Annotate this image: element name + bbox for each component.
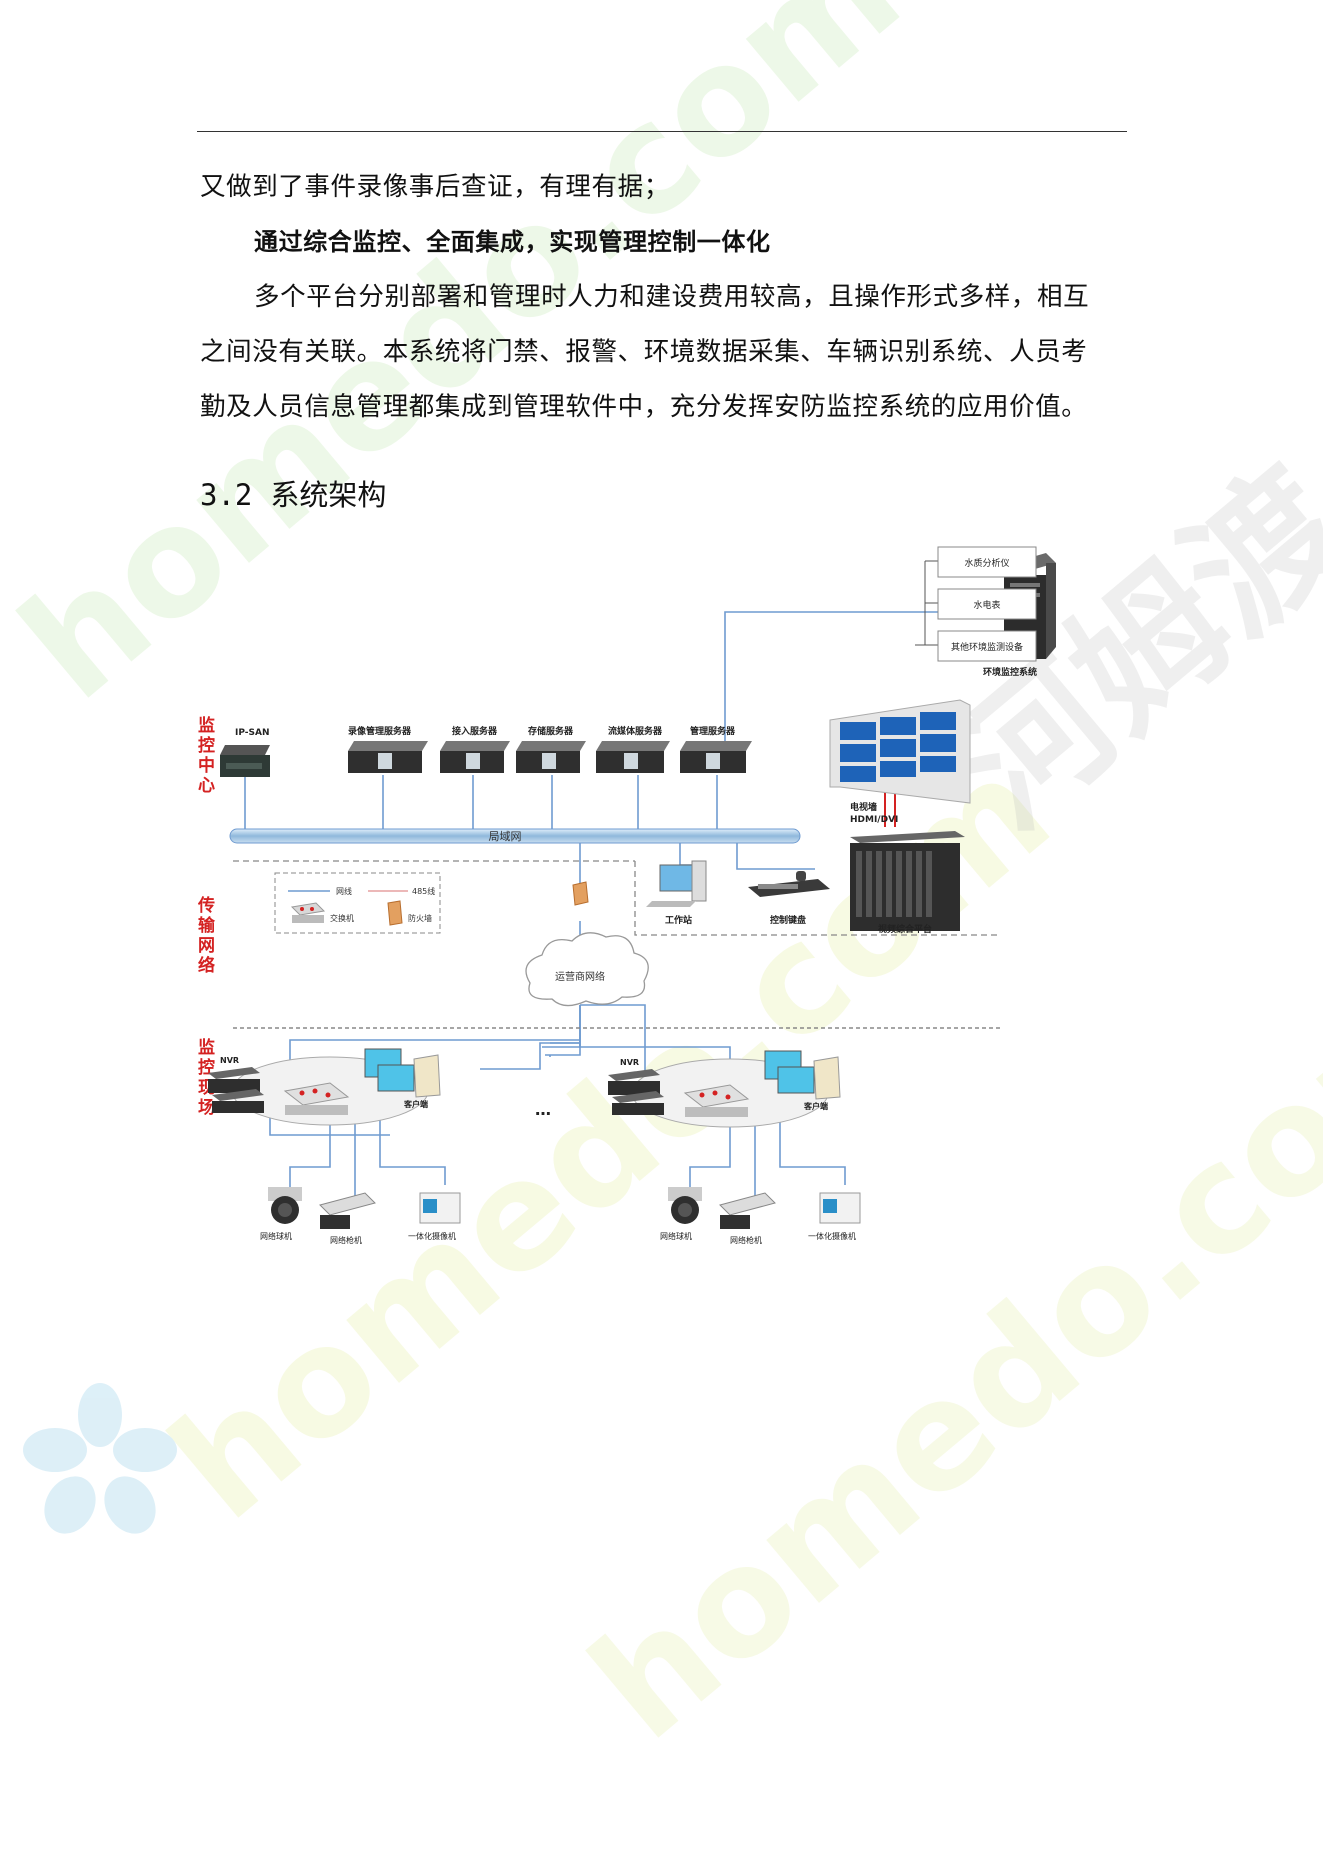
zone-transport-2: 输 (198, 915, 216, 936)
legend-box (274, 872, 441, 934)
site2-bullet-camera-icon (719, 1192, 776, 1229)
control-keyboard-icon (748, 871, 830, 897)
text-line-1: 又做到了事件录像事后查证，有理有据； (200, 172, 670, 202)
firewall-icon (572, 881, 589, 906)
record-server-label: 录像管理服务器 (348, 725, 412, 737)
site1-nvr-label: NVR (220, 1056, 239, 1065)
zone-site-1: 监 (198, 1037, 215, 1058)
para-line-1: 多个平台分别部署和管理时人力和建设费用较高，且操作形式多样，相互 (254, 282, 1090, 312)
zone-center-2: 控 (198, 735, 215, 756)
site1-client-icon (364, 1048, 441, 1098)
env-item-3: 其他环境监测设备 (951, 641, 1023, 653)
workstation-label: 工作站 (665, 914, 692, 926)
ipsan-label: IP-SAN (235, 728, 270, 738)
site1-integrated-camera-icon (419, 1192, 461, 1224)
carrier-label: 运营商网络 (555, 970, 605, 983)
tv-wall-icon (829, 699, 971, 804)
lan-label: 局域网 (489, 830, 522, 843)
site1-dome-camera-icon (268, 1187, 302, 1224)
site2-bullet-label: 网络枪机 (730, 1235, 762, 1245)
legend-485: 485线 (412, 886, 435, 896)
storage-server-label: 存储服务器 (528, 725, 574, 737)
tv-wall-label-2: HDMI/DVI (850, 815, 898, 825)
video-platform-icon (850, 831, 965, 931)
site1-integrated-label: 一体化摄像机 (408, 1231, 456, 1241)
site2-dome-label: 网络球机 (660, 1231, 692, 1241)
access-server-label: 接入服务器 (452, 725, 498, 737)
legend-firewall: 防火墙 (408, 913, 432, 923)
zone-center-1: 监 (198, 715, 215, 736)
zone-center-4: 心 (198, 776, 215, 796)
site2-nvr-icon (608, 1069, 664, 1115)
platform-label: 视频综合平台 (878, 923, 932, 935)
sites-ellipsis: … (535, 1100, 551, 1119)
manage-server-label: 管理服务器 (690, 725, 736, 737)
server-icons (348, 741, 752, 773)
site2-integrated-label: 一体化摄像机 (808, 1231, 856, 1241)
site2-switch-icon (683, 1084, 750, 1117)
site2-nvr-label: NVR (620, 1058, 639, 1067)
legend-switch-icon (290, 902, 326, 923)
site2-client-label: 客户端 (803, 1101, 828, 1111)
architecture-diagram: 监 控 中 心 传 输 网 络 监 控 现 场 (197, 546, 1056, 1245)
env-item-2: 水电表 (973, 599, 1000, 611)
zone-site-4: 场 (198, 1098, 215, 1118)
zone-transport-3: 网 (198, 936, 215, 956)
env-item-1: 水质分析仪 (964, 557, 1009, 569)
site1-nvr-icon (208, 1067, 264, 1113)
bold-heading: 通过综合监控、全面集成，实现管理控制一体化 (254, 228, 771, 256)
workstation-icon (646, 860, 707, 907)
site1-switch-icon (283, 1082, 350, 1115)
zone-center-3: 中 (198, 755, 215, 776)
stream-server-label: 流媒体服务器 (608, 725, 663, 737)
site2-dome-camera-icon (668, 1187, 702, 1224)
keyboard-label: 控制键盘 (770, 914, 806, 926)
site2-integrated-camera-icon (819, 1192, 861, 1224)
legend-switch: 交换机 (330, 913, 354, 923)
legend-netline: 网线 (336, 886, 352, 896)
site1-client-label: 客户端 (403, 1099, 428, 1109)
header-rule (197, 131, 1127, 132)
tv-wall-label-1: 电视墙 (850, 801, 877, 813)
zone-transport-4: 络 (198, 955, 215, 976)
env-system-label: 环境监控系统 (983, 666, 1037, 678)
para-line-3: 勤及人员信息管理都集成到管理软件中，充分发挥安防监控系统的应用价值。 (200, 392, 1088, 422)
legend-firewall-icon (387, 900, 403, 926)
ipsan-device (220, 745, 270, 777)
section-heading: 3.2 系统架构 (200, 472, 386, 514)
site1-dome-label: 网络球机 (260, 1231, 292, 1241)
para-line-2: 之间没有关联。本系统将门禁、报警、环境数据采集、车辆识别系统、人员考 (200, 337, 1088, 367)
zone-transport-1: 传 (197, 895, 215, 916)
site1-bullet-camera-icon (319, 1192, 376, 1229)
section-title: 系统架构 (270, 478, 387, 512)
site2-client-icon (764, 1050, 841, 1100)
carrier-cloud-icon (525, 932, 649, 1007)
lan-pipe (229, 828, 801, 844)
section-number: 3.2 (200, 478, 253, 512)
watermark-flower-icon (23, 1383, 177, 1534)
site1-bullet-label: 网络枪机 (330, 1235, 362, 1245)
